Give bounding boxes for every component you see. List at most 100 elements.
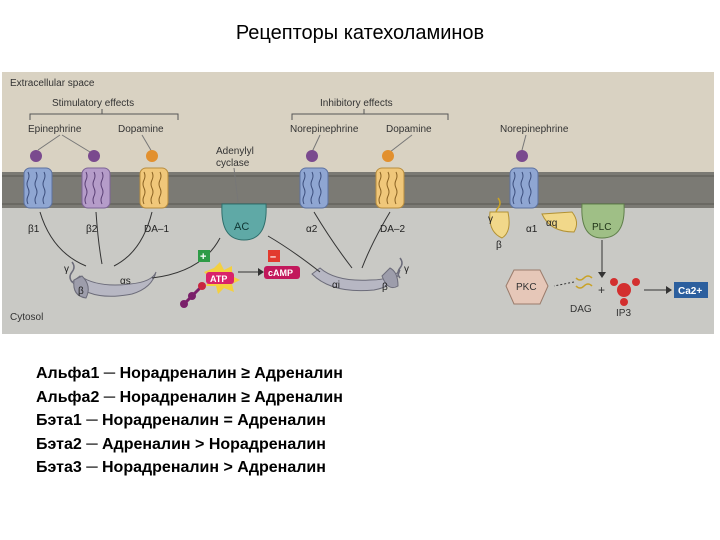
ip3-phosphate-3 bbox=[620, 298, 628, 306]
receptor-da1: DA–1 bbox=[139, 150, 169, 235]
gq-alpha bbox=[541, 211, 578, 233]
atp-badge bbox=[206, 272, 234, 284]
gq-beta-label: β bbox=[496, 240, 502, 251]
inhib-arrow-alpha2 bbox=[313, 211, 353, 269]
ip3-to-ca-arrowhead bbox=[666, 286, 672, 294]
camp-label: cAMP bbox=[268, 268, 293, 278]
dag-tail bbox=[575, 275, 593, 289]
gs-alpha bbox=[71, 271, 157, 297]
inhib-to-ac-arrow bbox=[267, 235, 321, 273]
extracellular-label: Extracellular space bbox=[10, 78, 95, 89]
ip3-label: IP3 bbox=[616, 308, 631, 319]
dopamine-pointer-2 bbox=[389, 134, 413, 153]
camp-badge bbox=[264, 266, 300, 279]
plc-label: PLC bbox=[592, 222, 611, 233]
receptor-squiggle bbox=[302, 171, 322, 205]
norepinephrine-pointer-2 bbox=[521, 134, 527, 151]
atp-phosphate-2 bbox=[188, 292, 196, 300]
receptor-squiggle bbox=[26, 171, 46, 205]
products-plus: + bbox=[598, 283, 605, 297]
receptor-alpha2: α2 bbox=[299, 150, 329, 235]
ligand-dot bbox=[382, 150, 394, 162]
gq-gamma-label: γ bbox=[488, 214, 493, 225]
cytosol-label: Cytosol bbox=[10, 312, 43, 323]
receptor-beta1: β1 bbox=[23, 150, 53, 235]
g-protein-stimulatory: γ β αs bbox=[64, 261, 157, 299]
plc-down-arrowhead bbox=[598, 272, 606, 278]
norepinephrine-pointer bbox=[311, 134, 321, 153]
gi-beta bbox=[381, 267, 399, 289]
gs-gamma-label: γ bbox=[64, 264, 69, 275]
adenylyl-label-line1: Adenylyl bbox=[216, 146, 254, 157]
page-title: Рецепторы катехоламинов bbox=[235, 22, 485, 44]
membrane-band bbox=[2, 172, 714, 208]
gs-beta-label: β bbox=[78, 286, 84, 297]
inhibitory-label: Inhibitory effects bbox=[320, 98, 393, 109]
list-item-beta1: Бэта1 ─ Норадреналин = Адреналин bbox=[36, 412, 326, 429]
dag-to-pkc-arrow bbox=[553, 281, 575, 287]
ac-body bbox=[221, 203, 267, 241]
ligand-norepinephrine-label-2: Norepinephrine bbox=[500, 124, 569, 135]
receptor-squiggle bbox=[84, 171, 104, 205]
gs-beta bbox=[73, 275, 89, 299]
receptor-da2: DA–2 bbox=[375, 150, 405, 235]
extracellular-region bbox=[2, 72, 714, 172]
catecholamine-receptor-figure: Extracellular space Cytosol Stimulatory … bbox=[2, 72, 714, 334]
gq-alpha-label: αq bbox=[546, 218, 557, 229]
receptor-squiggle bbox=[378, 171, 398, 205]
ip3-core bbox=[617, 283, 631, 297]
atp-label: ATP bbox=[210, 274, 227, 284]
g-protein-inhibitory: αi β γ bbox=[311, 257, 409, 293]
receptor-label: DA–1 bbox=[144, 224, 169, 235]
adenylyl-pointer bbox=[233, 167, 239, 203]
receptor-affinity-list: Альфа1 ─ Норадреналин ≥ Адреналин Альфа2… bbox=[36, 362, 343, 480]
ligand-dot bbox=[146, 150, 158, 162]
ip3-molecule: IP3 bbox=[610, 278, 640, 319]
pkc-label: PKC bbox=[516, 282, 537, 293]
stim-to-ac-arrow bbox=[151, 237, 221, 279]
atp-phosphate-1 bbox=[198, 282, 206, 290]
inhibition-sign-label: – bbox=[270, 251, 276, 263]
gi-gamma-label: γ bbox=[404, 264, 409, 275]
gi-gamma-tail bbox=[397, 257, 403, 279]
stimulatory-label: Stimulatory effects bbox=[52, 98, 134, 109]
gq-body bbox=[489, 211, 510, 239]
ca-label: Ca2+ bbox=[678, 286, 702, 297]
ligand-dot bbox=[30, 150, 42, 162]
gs-gamma-tail bbox=[69, 261, 75, 283]
ligand-dot bbox=[88, 150, 100, 162]
stimulation-sign-label: + bbox=[200, 251, 206, 263]
list-item-beta2: Бэта2 ─ Адреналин > Норадреналин bbox=[36, 435, 326, 453]
receptor-label: β1 bbox=[28, 224, 40, 235]
ligand-dot bbox=[306, 150, 318, 162]
pkc-body bbox=[505, 269, 549, 305]
stim-arrow-beta1 bbox=[39, 211, 87, 267]
dag-label: DAG bbox=[570, 304, 592, 315]
ligand-epinephrine-label: Epinephrine bbox=[28, 124, 82, 135]
receptor-label: α2 bbox=[306, 224, 318, 235]
atp-molecule: ATP bbox=[180, 262, 240, 308]
receptor-beta2: β2 bbox=[81, 150, 111, 235]
atp-phosphate-3 bbox=[180, 300, 188, 308]
ligand-norepinephrine-label: Norepinephrine bbox=[290, 124, 359, 135]
receptor-squiggle bbox=[512, 171, 532, 205]
list-item-beta3: Бэта3 ─ Норадреналин > Адреналин bbox=[36, 459, 326, 476]
ac-to-camp-arrowhead bbox=[258, 268, 264, 276]
adenylyl-label-line2: cyclase bbox=[216, 158, 250, 169]
inhib-arrow-da2 bbox=[361, 211, 391, 269]
stimulation-sign bbox=[198, 250, 210, 262]
ligand-dopamine-label: Dopamine bbox=[118, 124, 164, 135]
pkc-enzyme: PKC bbox=[505, 269, 549, 305]
plc-enzyme: PLC bbox=[581, 203, 625, 239]
g-protein-gq: γ β αq bbox=[488, 197, 578, 251]
ca-badge bbox=[674, 282, 708, 298]
gi-alpha-label: αi bbox=[332, 280, 340, 291]
inhibition-sign bbox=[268, 250, 280, 262]
list-item-alpha1: Альфа1 ─ Норадреналин ≥ Адреналин bbox=[36, 365, 343, 382]
receptor-squiggle bbox=[142, 171, 162, 205]
gi-beta-label: β bbox=[382, 282, 388, 293]
receptor-label: β2 bbox=[86, 224, 98, 235]
ac-label: AC bbox=[234, 221, 249, 233]
receptor-label: α1 bbox=[526, 224, 538, 235]
ip3-phosphate-1 bbox=[610, 278, 618, 286]
